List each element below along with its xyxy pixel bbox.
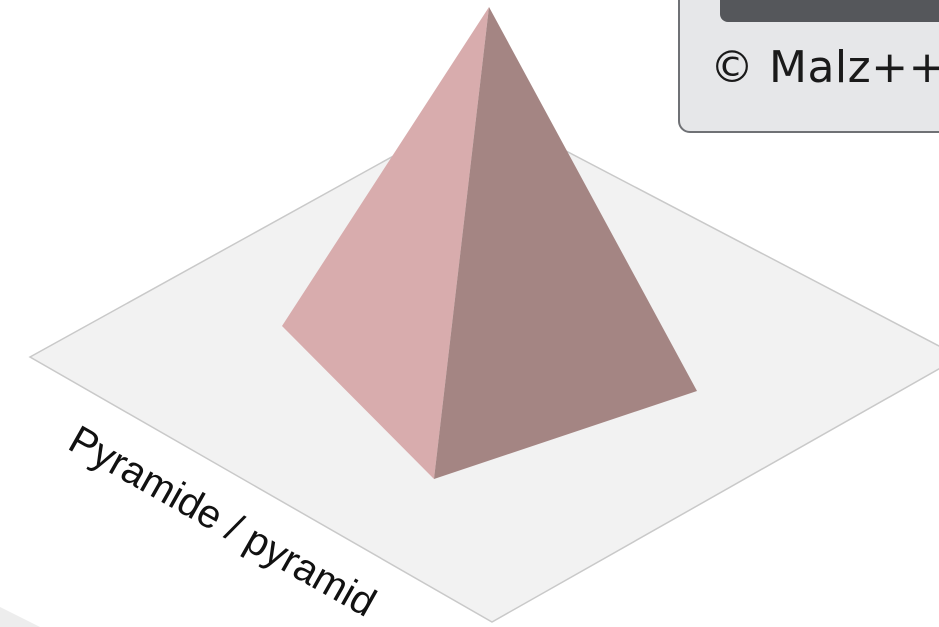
panel-header-bar [720, 0, 939, 22]
adjacent-base-tile [0, 607, 40, 627]
pyramid-face-left [282, 7, 489, 479]
copyright-panel: © Malz++K [678, 0, 939, 133]
pyramid-face-right [434, 7, 697, 479]
copyright-text: © Malz++K [710, 42, 939, 93]
